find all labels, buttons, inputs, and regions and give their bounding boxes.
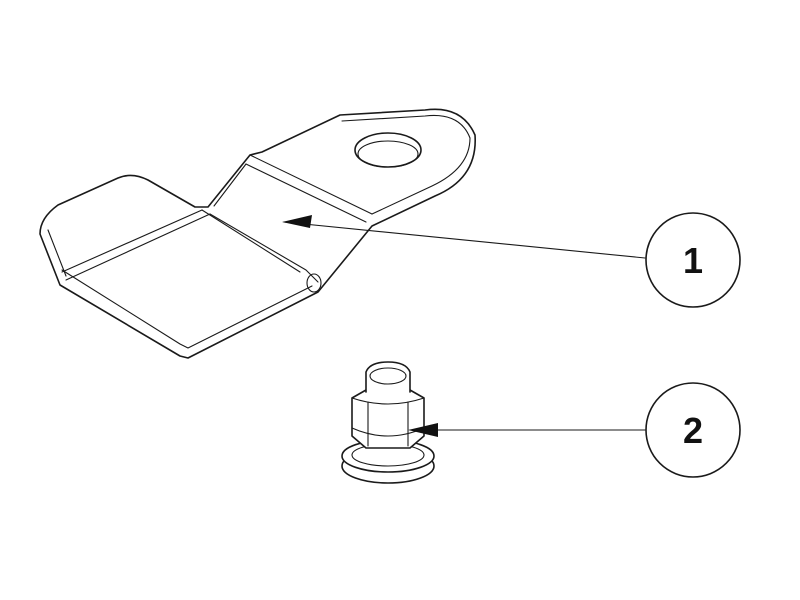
callout-2: 2 bbox=[645, 382, 741, 478]
nut-bolt-tip bbox=[365, 361, 411, 393]
bracket-ramp-edge-2 bbox=[201, 209, 301, 273]
bracket-outline bbox=[39, 108, 476, 359]
nut-part bbox=[341, 361, 435, 484]
bracket-ramp-edge bbox=[209, 213, 319, 283]
callout-number-1: 1 bbox=[683, 240, 703, 281]
bracket-bend-upper-2 bbox=[245, 163, 367, 223]
nut-bolt-tip-top bbox=[369, 367, 407, 385]
bracket-bend-lower-2 bbox=[65, 213, 211, 281]
bracket-left-edge bbox=[47, 229, 67, 277]
bracket-tab-edge bbox=[341, 114, 471, 215]
bracket-ramp-side bbox=[213, 163, 247, 207]
nut-hex-chamfer bbox=[351, 397, 425, 405]
callout-number-2: 2 bbox=[683, 410, 703, 451]
callout-1: 1 bbox=[645, 212, 741, 308]
bracket-flat-thickness bbox=[61, 269, 313, 349]
nut-hex-body bbox=[351, 389, 425, 449]
callout-circle-2 bbox=[645, 382, 741, 478]
bracket-mounting-hole-inner bbox=[357, 140, 419, 168]
bracket-bend-lower bbox=[61, 209, 203, 273]
callout-circle-1 bbox=[645, 212, 741, 308]
leader-arrowhead-2 bbox=[408, 423, 438, 437]
leader-line-1 bbox=[283, 221, 646, 259]
leader-lines bbox=[282, 215, 646, 437]
bracket-part bbox=[39, 108, 476, 359]
bracket-bend-upper bbox=[249, 154, 373, 215]
bracket-bend-curl bbox=[306, 273, 322, 293]
leader-arrowhead-1 bbox=[282, 215, 312, 228]
